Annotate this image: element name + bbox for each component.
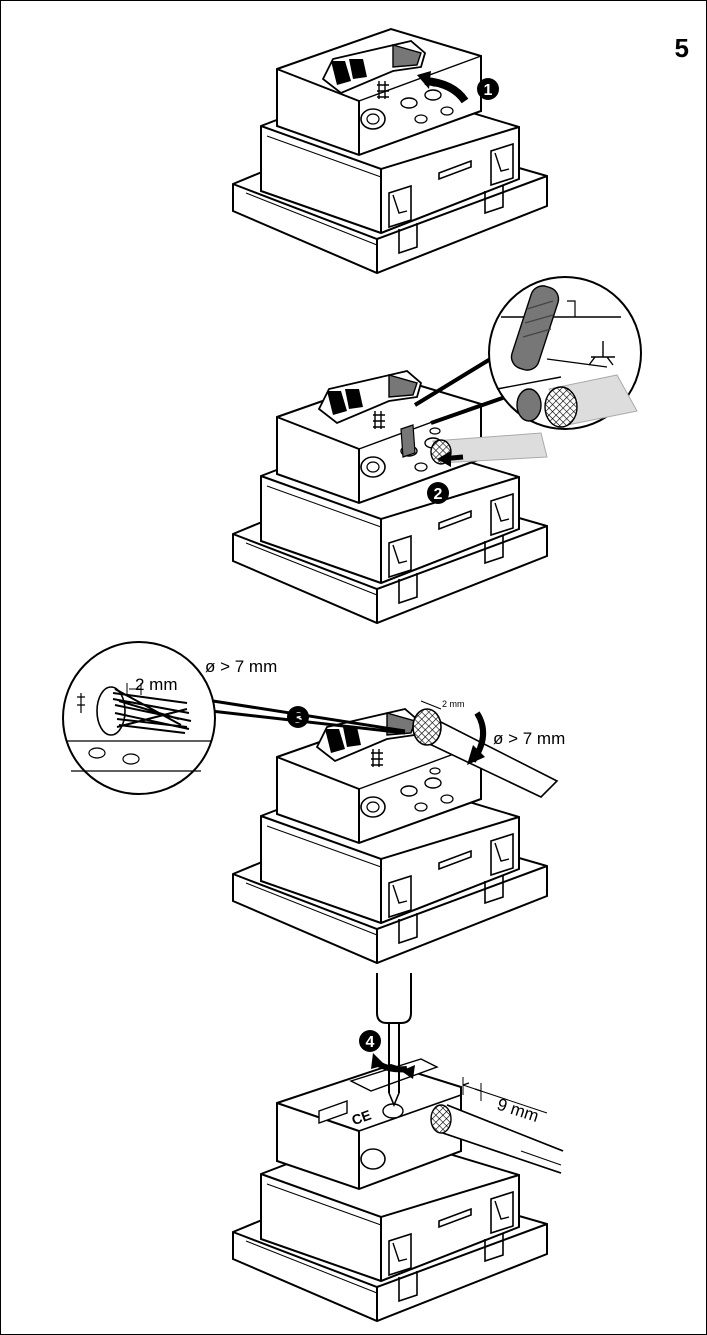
ce-marking: CE	[349, 1107, 373, 1129]
svg-text:3: 3	[294, 710, 303, 727]
cable-diameter-label-right: ø > 7 mm	[493, 729, 565, 748]
step-1-illustration: 1	[232, 28, 548, 274]
strip-length-label: 9 mm	[495, 1095, 541, 1126]
step-3-zoom-detail	[62, 641, 216, 795]
small-dimension-label: 2 mm	[442, 699, 465, 709]
step-2-badge: 2	[427, 482, 449, 504]
step-2-illustration: 2	[232, 276, 642, 624]
svg-text:1: 1	[484, 82, 493, 99]
figure-number: 5	[675, 33, 689, 63]
svg-text:4: 4	[366, 1034, 375, 1051]
step-4-badge: 4	[359, 1030, 381, 1052]
step-2-zoom-detail	[488, 276, 642, 430]
cable-diameter-label: ø > 7 mm	[205, 657, 277, 676]
screwdriver	[376, 973, 412, 1108]
zoom-dimension-label: 2 mm	[135, 675, 178, 694]
step-3-illustration: 2 mm ø > 7 mm 3 2 mm ø > 7 mm	[62, 641, 565, 964]
step-4-illustration: CE 4 9 mm	[232, 973, 564, 1322]
step-3-badge: 3	[287, 706, 309, 728]
step-1-badge: 1	[477, 78, 499, 100]
svg-text:2: 2	[434, 486, 443, 503]
